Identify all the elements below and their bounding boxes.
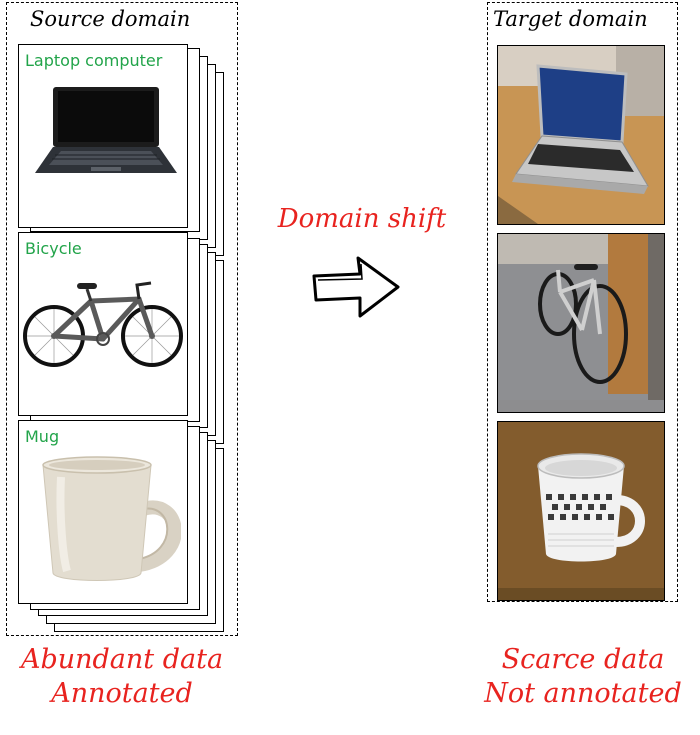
target-photo-bicycle: [497, 233, 665, 413]
category-label-mug: Mug: [25, 427, 59, 446]
source-card-bicycle: Bicycle: [18, 232, 188, 416]
laptop-icon: [31, 81, 181, 181]
category-label-bicycle: Bicycle: [25, 239, 82, 258]
source-caption-line1: Abundant data: [0, 644, 244, 675]
domain-shift-label: Domain shift: [262, 204, 462, 234]
source-caption-line2: Annotated: [0, 678, 244, 709]
mug-icon: [31, 447, 181, 597]
source-domain-title: Source domain: [30, 7, 190, 31]
target-photo-laptop: [497, 45, 665, 225]
source-card-laptop: Laptop computer: [18, 44, 188, 228]
category-label-laptop: Laptop computer: [25, 51, 162, 70]
target-caption-line1: Scarce data: [466, 644, 700, 675]
target-photo-mug: [497, 421, 665, 601]
right-arrow-icon: [310, 254, 402, 320]
target-domain-title: Target domain: [493, 7, 648, 31]
source-card-mug: Mug: [18, 420, 188, 604]
target-caption-line2: Not annotated: [466, 678, 700, 709]
bicycle-icon: [21, 273, 189, 373]
